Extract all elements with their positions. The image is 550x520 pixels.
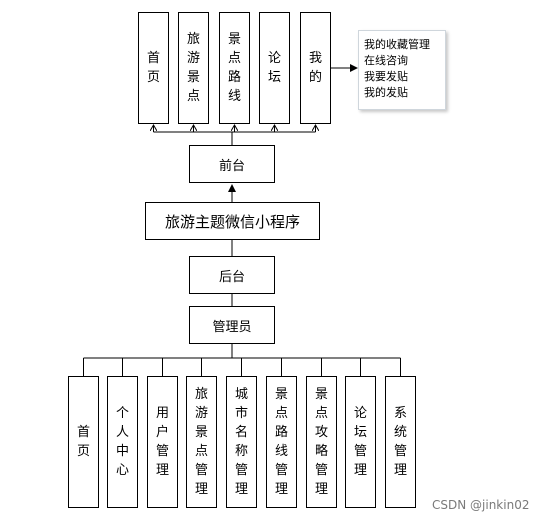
front-module-0: 首页 (138, 12, 169, 124)
admin-module-3-label: 旅游景点管理 (194, 387, 208, 497)
submenu-item-favorites: 我的收藏管理 (364, 38, 430, 51)
my-submenu-note: 我的收藏管理 在线咨询 我要发贴 我的发贴 (358, 30, 446, 110)
front-module-1: 旅游景点 (178, 12, 209, 124)
admin-module-8-label: 系统管理 (393, 406, 407, 478)
admin-node-label: 管理员 (212, 319, 252, 335)
center-node: 旅游主题微信小程序 (145, 202, 320, 240)
submenu-item-my-posts: 我的发贴 (364, 86, 408, 99)
front-node-label: 前台 (218, 158, 245, 174)
admin-module-8: 系统管理 (385, 376, 416, 508)
admin-module-7: 论坛管理 (345, 376, 376, 508)
front-module-4: 我的 (300, 12, 331, 124)
admin-module-6: 景点攻略管理 (306, 376, 337, 508)
front-module-1-label: 旅游景点 (186, 32, 200, 104)
front-module-3: 论坛 (259, 12, 290, 124)
admin-module-1-label: 个人中心 (115, 406, 129, 478)
front-module-4-label: 我的 (308, 51, 322, 85)
front-node: 前台 (189, 145, 275, 183)
center-node-label: 旅游主题微信小程序 (164, 212, 300, 231)
front-module-3-label: 论坛 (267, 51, 281, 85)
admin-module-4-label: 城市名称管理 (234, 387, 248, 497)
admin-module-5-label: 景点路线管理 (274, 387, 288, 497)
admin-module-1: 个人中心 (107, 376, 138, 508)
admin-module-0-label: 首页 (76, 425, 90, 459)
admin-module-7-label: 论坛管理 (353, 406, 367, 478)
front-module-2-label: 景点路线 (227, 32, 241, 104)
back-node-label: 后台 (218, 269, 245, 285)
submenu-item-consult: 在线咨询 (364, 54, 408, 67)
submenu-item-post: 我要发贴 (364, 70, 408, 83)
front-module-2: 景点路线 (219, 12, 250, 124)
admin-module-3: 旅游景点管理 (186, 376, 217, 508)
admin-module-2-label: 用户管理 (155, 406, 169, 478)
admin-module-0: 首页 (68, 376, 99, 508)
admin-module-6-label: 景点攻略管理 (314, 387, 328, 497)
admin-node: 管理员 (189, 306, 275, 344)
front-module-0-label: 首页 (146, 51, 160, 85)
watermark: CSDN @jinkin02 (432, 498, 530, 512)
admin-module-5: 景点路线管理 (266, 376, 297, 508)
back-node: 后台 (189, 256, 275, 294)
admin-module-4: 城市名称管理 (226, 376, 257, 508)
admin-module-2: 用户管理 (147, 376, 178, 508)
